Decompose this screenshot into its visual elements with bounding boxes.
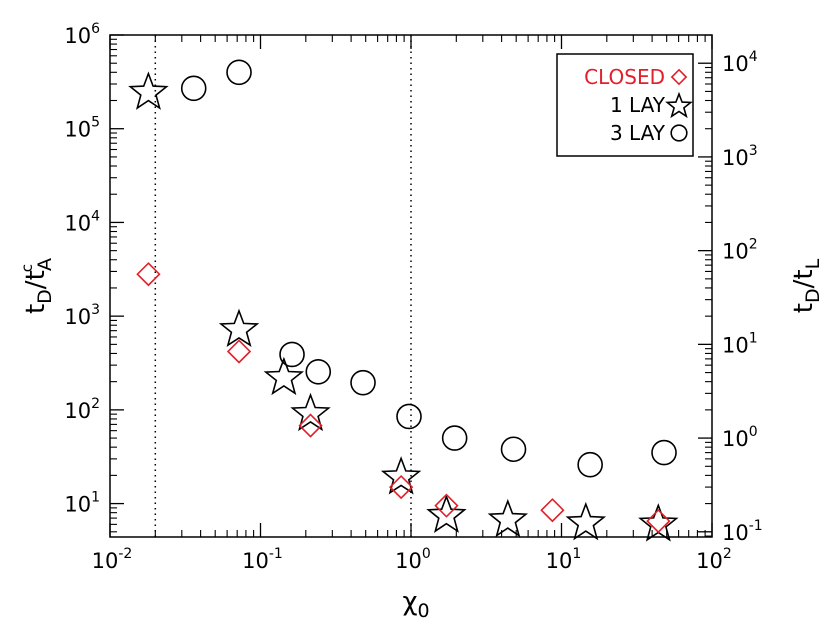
point-3-lay-circle	[305, 358, 332, 385]
point-1-lay-star	[426, 494, 467, 533]
x-tick-label: 102	[696, 546, 732, 573]
y-left-tick-label: 103	[64, 302, 100, 329]
point-1-lay-star	[565, 501, 607, 541]
reference-lines	[154, 35, 412, 537]
point-3-lay-circle	[651, 439, 677, 466]
x-tick-label: 100	[395, 546, 431, 573]
point-closed-diamond	[434, 493, 459, 518]
point-3-lay-circle	[500, 436, 527, 463]
y-right-tick-label: 10-1	[722, 518, 763, 545]
point-closed-diamond	[389, 474, 414, 500]
y-right-tick-label: 101	[722, 330, 758, 357]
legend-label-closed: CLOSED	[584, 65, 665, 89]
point-1-lay-star	[290, 392, 331, 432]
y-right-tick-label: 100	[722, 424, 758, 451]
x-axis-label: χ0	[402, 587, 429, 622]
y-left-tick-label: 101	[64, 490, 100, 517]
y-right-tick-label: 104	[722, 49, 758, 76]
point-1-lay-star	[263, 356, 305, 396]
point-closed-diamond	[298, 413, 323, 438]
point-3-lay-circle	[226, 59, 252, 86]
point-closed-diamond	[136, 262, 161, 287]
y-right-axis-label: tD/tL	[789, 258, 824, 313]
point-closed-diamond	[646, 508, 671, 534]
y-right-tick-label: 102	[722, 237, 758, 264]
point-3-lay-circle	[279, 341, 305, 368]
data-points	[128, 59, 679, 542]
y-left-tick-label: 105	[64, 115, 100, 142]
point-closed-diamond	[226, 339, 252, 364]
point-closed-diamond	[540, 498, 565, 523]
point-1-lay-star	[380, 456, 422, 495]
legend-label-1-lay: 1 LAY	[610, 93, 666, 117]
point-3-lay-circle	[180, 75, 207, 102]
point-3-lay-circle	[350, 369, 376, 396]
point-3-lay-circle	[396, 403, 422, 430]
point-1-lay-star	[128, 71, 169, 110]
legend: CLOSED 1 LAY 3 LAY	[556, 53, 694, 157]
legend-marker-closed	[670, 68, 688, 86]
x-tick-label: 10-2	[92, 546, 133, 573]
x-tick-label: 101	[546, 546, 582, 573]
legend-marker-1-lay	[665, 91, 693, 119]
y-right-tick-label: 103	[722, 143, 758, 170]
x-tick-label: 10-1	[242, 546, 283, 573]
point-1-lay-star	[487, 498, 529, 538]
legend-label-3-lay: 3 LAY	[610, 121, 666, 145]
y-left-tick-label: 106	[64, 21, 100, 48]
legend-marker-3-lay	[670, 124, 688, 142]
point-3-lay-circle	[577, 451, 603, 478]
y-left-tick-label: 104	[64, 208, 100, 235]
point-1-lay-star	[218, 308, 260, 348]
point-3-lay-circle	[441, 425, 468, 451]
y-left-axis-label: tD/tcA	[18, 258, 56, 314]
y-left-tick-label: 102	[64, 396, 100, 423]
